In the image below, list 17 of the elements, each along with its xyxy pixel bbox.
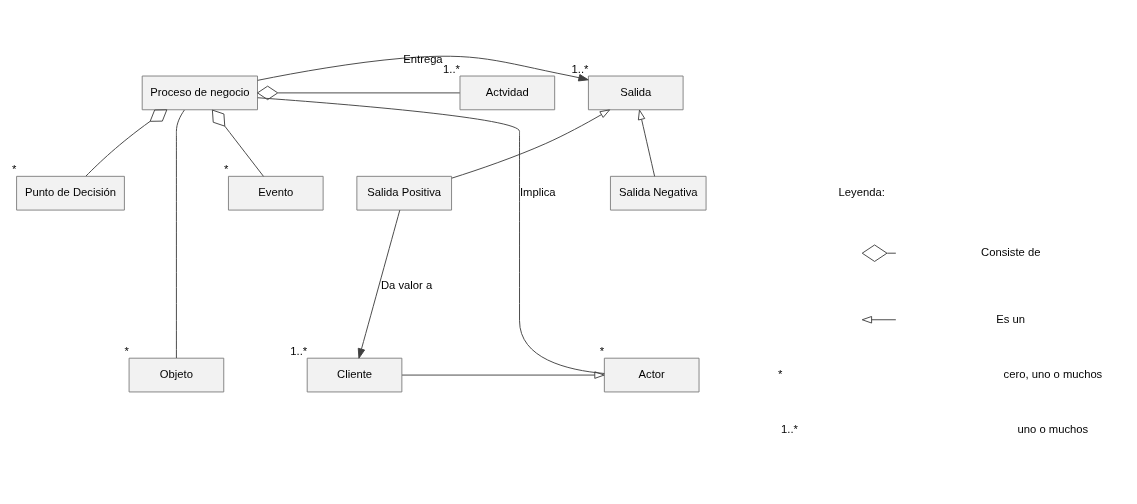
node-label: 1..* bbox=[571, 62, 589, 75]
label: Leyenda: bbox=[838, 185, 885, 198]
node-label: 1..* bbox=[443, 62, 460, 75]
legend-label: cero, uno o muchos bbox=[1003, 367, 1103, 380]
label: * bbox=[777, 367, 783, 380]
node-label: * bbox=[124, 344, 129, 357]
legend-label: uno o muchos bbox=[1017, 422, 1089, 435]
edge-label: Implica bbox=[520, 185, 556, 198]
label: 1..* bbox=[781, 422, 798, 435]
legend-label: Consiste de bbox=[981, 245, 1041, 258]
node-label: * bbox=[599, 344, 605, 357]
node-label: 1..* bbox=[290, 344, 308, 357]
node-label: * bbox=[223, 162, 229, 175]
legend-label: Es un bbox=[996, 312, 1026, 325]
edge-label: Da valor a bbox=[380, 278, 433, 291]
edge-label: Entrega bbox=[403, 52, 443, 65]
node-label: * bbox=[12, 162, 17, 175]
